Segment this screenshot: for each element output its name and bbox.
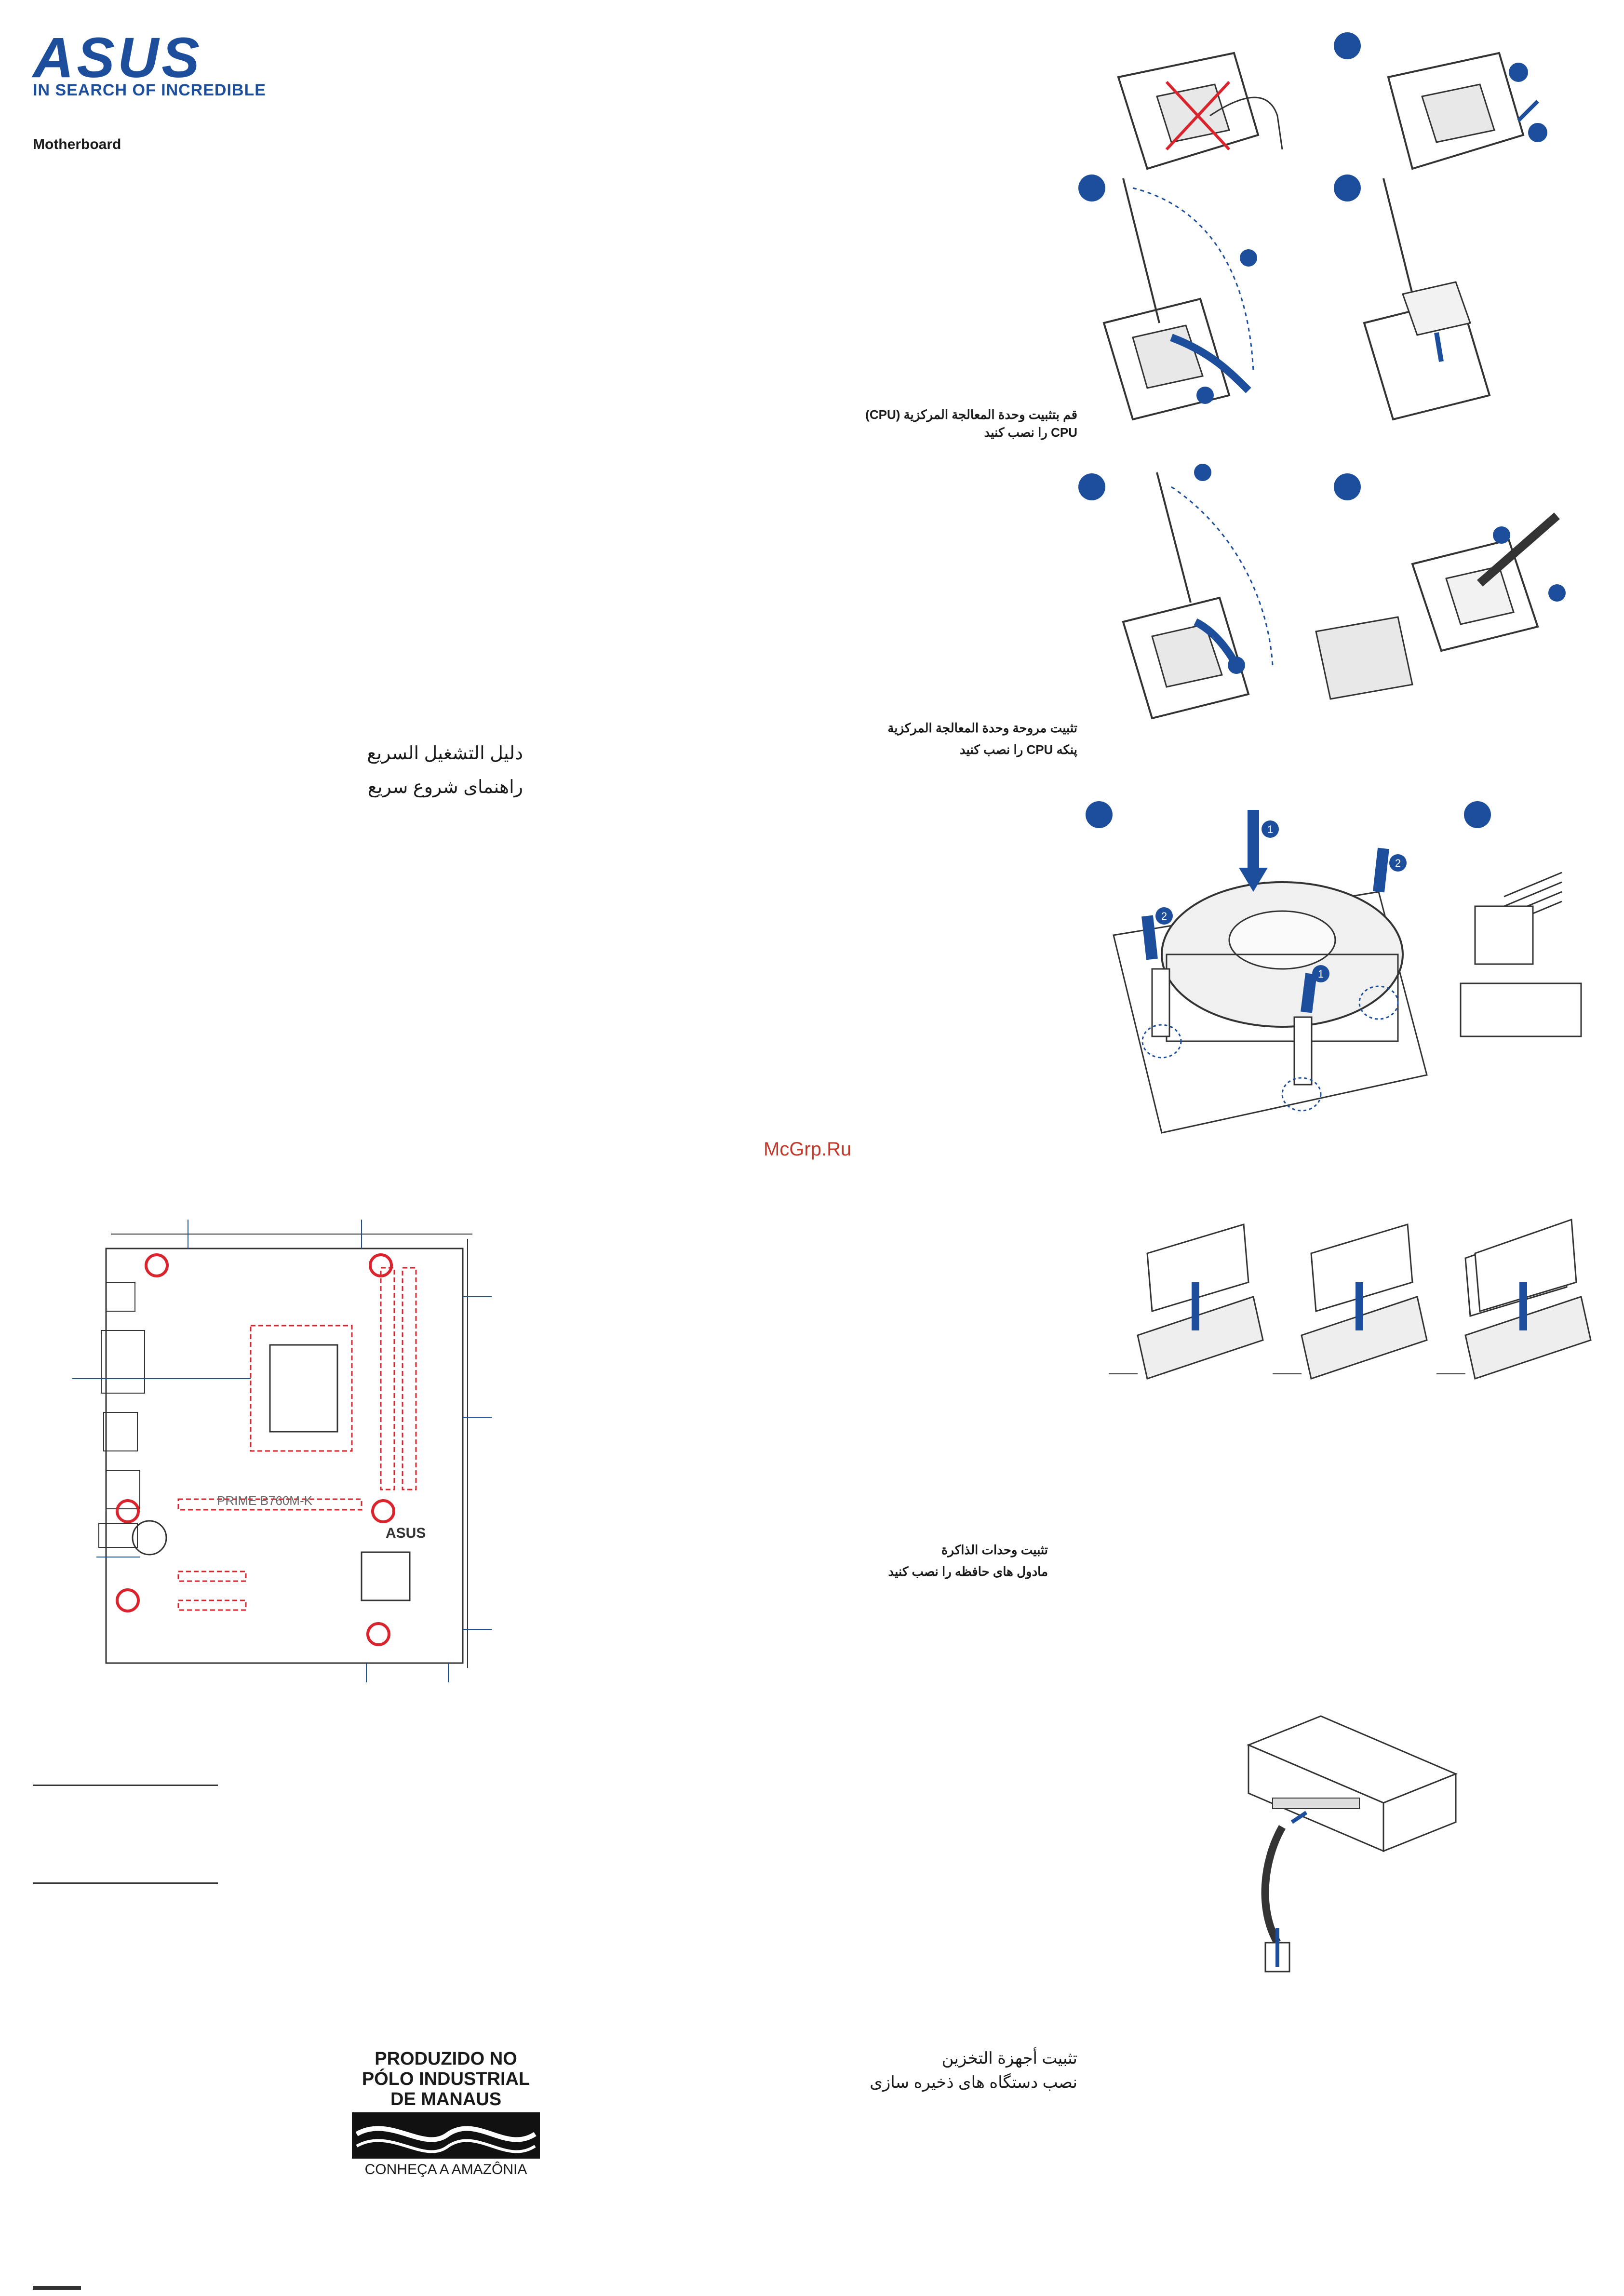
manaus-line-3: DE MANAUS — [390, 2089, 502, 2109]
memory-illustration — [1109, 1218, 1592, 1380]
cpu-install-heading-ar: قم بتثبيت وحدة المعالجة المركزية (CPU) — [865, 407, 1077, 422]
badge-step-1b: 1 — [1318, 968, 1324, 980]
memory-install-heading-ar: تثبيت وحدات الذاكرة — [941, 1543, 1048, 1557]
brand-tagline: IN SEARCH OF INCREDIBLE — [33, 81, 266, 99]
watermark: McGrp.Ru — [764, 1139, 852, 1160]
manaus-footer: CONHEÇA A AMAZÔNIA — [364, 2162, 527, 2177]
left-divider-1 — [33, 1785, 218, 1786]
asus-logo-wordmark: ASUS — [33, 26, 202, 90]
manaus-line-1: PRODUZIDO NO — [375, 2049, 517, 2069]
badge-step-2b: 2 — [1161, 910, 1167, 922]
cooler-install-heading-fa: پنکه CPU را نصب کنید — [960, 742, 1077, 757]
manaus-wave-band — [352, 2112, 540, 2159]
storage-illustration — [1247, 1715, 1458, 1973]
badge-step-1: 1 — [1267, 823, 1273, 835]
memory-install-heading-fa: مادول های حافظه را نصب کنید — [888, 1564, 1048, 1579]
cpu-install-heading-fa: CPU را نصب کنید — [984, 425, 1077, 440]
board-asus-label: ASUS — [386, 1525, 426, 1541]
cpu-step-5-thermal-paste — [1315, 473, 1566, 700]
cpu-step-4-close — [1078, 464, 1274, 720]
quick-start-title-ar: دليل التشغيل السريع — [367, 743, 523, 764]
product-label: Motherboard — [33, 136, 121, 152]
quick-start-title-fa: راهنمای شروع سریع — [367, 777, 523, 797]
cooler-install-heading-ar: تثبيت مروحة وحدة المعالجة المركزية — [887, 721, 1077, 735]
cpu-step-2-lever — [1078, 175, 1257, 421]
bottom-left-bar — [33, 2286, 81, 2290]
storage-install-heading-fa: نصب دستگاه های ذخیره سازی — [870, 2073, 1077, 2092]
cpu-step-1-socket — [1117, 52, 1283, 170]
cpu-step-illustrations — [1078, 32, 1566, 720]
manaus-badge: PRODUZIDO NO PÓLO INDUSTRIAL DE MANAUS C… — [352, 2049, 540, 2178]
left-divider-2 — [33, 1882, 218, 1884]
cpu-step-1b-socket — [1334, 32, 1547, 170]
asus-logo: ASUS — [33, 29, 240, 87]
board-model-label: PRIME B760M-K — [217, 1493, 313, 1508]
cooler-illustration: 1 2 2 1 — [1086, 801, 1582, 1134]
manaus-line-2: PÓLO INDUSTRIAL — [362, 2069, 530, 2089]
motherboard-layout: PRIME B760M-K ASUS — [72, 1220, 492, 1682]
cpu-step-3-insert — [1334, 175, 1491, 421]
storage-install-heading-ar: تثبيت أجهزة التخزين — [941, 2049, 1077, 2068]
badge-step-2: 2 — [1395, 857, 1401, 869]
